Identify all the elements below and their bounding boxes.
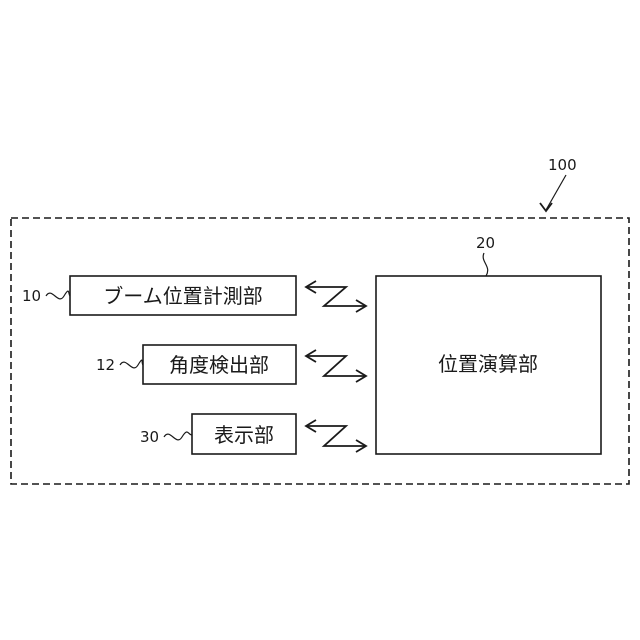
- angle-detector-ref-leader: [120, 360, 143, 368]
- angle-detector-ref-label: 12: [96, 356, 115, 374]
- boom-position-measurement-ref-label: 10: [22, 287, 41, 305]
- boom-position-measurement-ref-leader: [46, 291, 70, 299]
- position-calculator-ref-leader: [483, 253, 488, 276]
- display-ref-leader: [164, 432, 192, 440]
- display-ref-label: 30: [140, 428, 159, 446]
- boom-link-zigzag: [306, 287, 366, 306]
- position-calculator-label: 位置演算部: [438, 352, 538, 376]
- system-ref-leader: [546, 175, 566, 210]
- position-calculator-ref-label: 20: [476, 234, 495, 252]
- display-to-calculator-link: [306, 420, 366, 452]
- display-label: 表示部: [214, 423, 274, 447]
- boom-position-measurement-label: ブーム位置計測部: [103, 284, 262, 308]
- boom-to-calculator-link: [306, 281, 366, 312]
- angle-link-zigzag: [306, 356, 366, 376]
- angle-to-calculator-link: [306, 350, 366, 382]
- system-ref-label: 100: [548, 156, 577, 174]
- angle-detector-label: 角度検出部: [169, 353, 269, 377]
- display-link-zigzag: [306, 426, 366, 446]
- system-ref-arrowhead: [540, 203, 552, 211]
